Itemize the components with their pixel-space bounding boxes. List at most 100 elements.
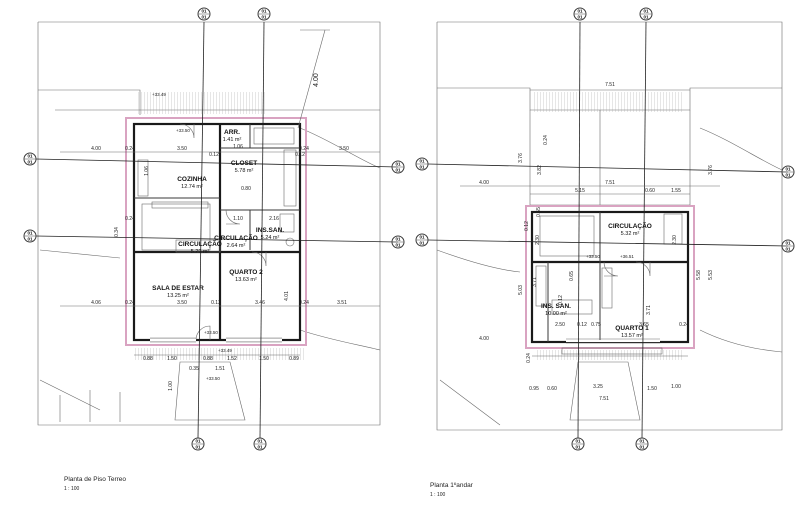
grid-axis-v2-left <box>259 21 265 439</box>
dim-text: 1.52 <box>227 356 237 362</box>
room-name: SALA DE ESTAR <box>152 285 204 292</box>
dim-text: 0.88 <box>143 356 153 362</box>
dim-text: 3.65 <box>639 322 649 328</box>
grid-axis-h1-left <box>35 158 399 168</box>
dim-text: 0.24 <box>679 322 689 328</box>
grid-bubble-right-top-2: 01 01 <box>639 7 653 21</box>
svg-text:01: 01 <box>201 15 207 20</box>
svg-text:01: 01 <box>639 445 645 450</box>
site-boundary-left <box>37 21 381 426</box>
svg-text:01: 01 <box>27 160 33 165</box>
plan-caption-first-floor: Planta 1ºandar 1 : 100 <box>430 482 473 498</box>
room-name: COZINHA <box>177 176 207 183</box>
grid-axis-h2-right <box>427 239 789 247</box>
deck-north-left <box>138 92 266 114</box>
grid-bubble-left-top-1: 01 01 <box>197 7 211 21</box>
room-name: ARR. <box>224 129 240 136</box>
plan-scale: 1 : 100 <box>430 492 446 498</box>
svg-text:01: 01 <box>643 15 649 20</box>
dim-text: 3.50 <box>177 146 187 152</box>
dim-text: 0.24 <box>125 146 135 152</box>
dim-text: 4.00 <box>479 336 489 342</box>
svg-text:01: 01 <box>27 237 33 242</box>
plan-first-floor: 01 01 01 01 01 01 01 01 01 01 <box>415 7 795 451</box>
grid-bubble-right-bottom-2: 01 01 <box>635 437 649 451</box>
dim-text-rotated: 0.12 <box>524 221 530 231</box>
dim-text: 0.75 <box>591 322 601 328</box>
room-area: 5.24 m² <box>261 235 280 241</box>
dim-text: 0.24 <box>125 216 135 222</box>
dim-text: 1.50 <box>647 386 657 392</box>
grid-bubble-right-side-2: 01 01 <box>415 233 429 247</box>
dim-text: 0.60 <box>645 188 655 194</box>
dim-text: 2.50 <box>555 322 565 328</box>
dim-text: 1.55 <box>671 188 681 194</box>
grid-bubble-right-side-1: 01 01 <box>415 157 429 171</box>
dim-text: 7.51 <box>605 180 615 186</box>
grid-axis-v1-right <box>577 21 581 439</box>
svg-text:01: 01 <box>643 9 649 14</box>
plan-scale: 1 : 100 <box>64 486 80 492</box>
dim-text-rotated: 5.03 <box>518 285 524 295</box>
dim-text-rotated: 0.24 <box>526 353 532 363</box>
svg-text:01: 01 <box>419 159 425 164</box>
room-area: 5.78 m² <box>235 168 254 174</box>
svg-text:01: 01 <box>195 445 201 450</box>
grid-bubble-left-bottom-1: 01 01 <box>191 437 205 451</box>
site-boundary-right <box>436 21 783 431</box>
door-left-3 <box>251 251 267 267</box>
grid-bubble-right-bottom-1: 01 01 <box>571 437 585 451</box>
room-name: QUARTO 1 <box>615 325 649 332</box>
room-area: 13.63 m² <box>235 277 257 283</box>
grid-axis-h1-right <box>427 163 789 173</box>
svg-text:01: 01 <box>257 445 263 450</box>
dim-text-rotated: 5.58 <box>696 270 702 280</box>
deck-south-right <box>536 350 684 360</box>
level-mark: +33.49 <box>152 92 166 97</box>
dim-text: 0.12 <box>209 152 219 158</box>
svg-text:01: 01 <box>575 439 581 444</box>
dim-text-rotated: 3.82 <box>537 165 543 175</box>
dim-text-rotated: 1.06 <box>144 166 150 176</box>
level-mark: +33.50 <box>176 128 190 133</box>
dim-text: 1.00 <box>671 384 681 390</box>
bathtub-right <box>551 299 593 315</box>
svg-text:01: 01 <box>195 439 201 444</box>
room-name: CLOSET <box>231 160 257 167</box>
grid-axis-v1-left <box>197 21 205 439</box>
svg-text:01: 01 <box>395 162 401 167</box>
grid-bubble-right-top-1: 01 01 <box>573 7 587 21</box>
dim-text: 5.15 <box>575 188 585 194</box>
room-name: INS. SAN. <box>541 303 571 310</box>
plan-ground-floor: 01 01 01 01 01 01 01 01 01 01 <box>23 7 405 451</box>
grid-axis-v2-right <box>641 21 647 439</box>
dim-text-rotated: 2.30 <box>535 235 541 245</box>
level-mark: +33.50 <box>204 330 218 335</box>
door-right-1 <box>603 261 619 277</box>
exterior-walls-left <box>132 122 302 342</box>
svg-text:01: 01 <box>785 173 791 178</box>
dim-text: 1.50 <box>259 356 269 362</box>
dim-text-rotated: 0.34 <box>114 227 120 237</box>
room-area: 5.32 m² <box>621 231 640 237</box>
level-mark: +36.51 <box>620 254 634 259</box>
svg-text:01: 01 <box>261 15 267 20</box>
deck-north-right <box>534 92 682 112</box>
grid-bubble-left-side-3: 01 01 <box>391 160 405 174</box>
dim-text: 4.00 <box>479 180 489 186</box>
dim-text-rotated: 5.53 <box>708 270 714 280</box>
svg-text:01: 01 <box>419 241 425 246</box>
svg-text:01: 01 <box>785 167 791 172</box>
svg-text:01: 01 <box>639 439 645 444</box>
grid-bubble-left-side-4: 01 01 <box>391 235 405 249</box>
plan-title: Planta de Piso Terreo <box>64 476 127 483</box>
svg-text:01: 01 <box>261 9 267 14</box>
dim-text: 1.06 <box>233 144 243 150</box>
dim-text-rotated: 4.00 <box>313 73 320 87</box>
dim-text-rotated: 0.55 <box>536 207 542 217</box>
wardrobe-right <box>535 265 547 307</box>
grid-bubble-left-top-2: 01 01 <box>257 7 271 21</box>
dim-text-rotated: 3.76 <box>518 153 524 163</box>
dim-text: 2.16 <box>269 216 279 222</box>
